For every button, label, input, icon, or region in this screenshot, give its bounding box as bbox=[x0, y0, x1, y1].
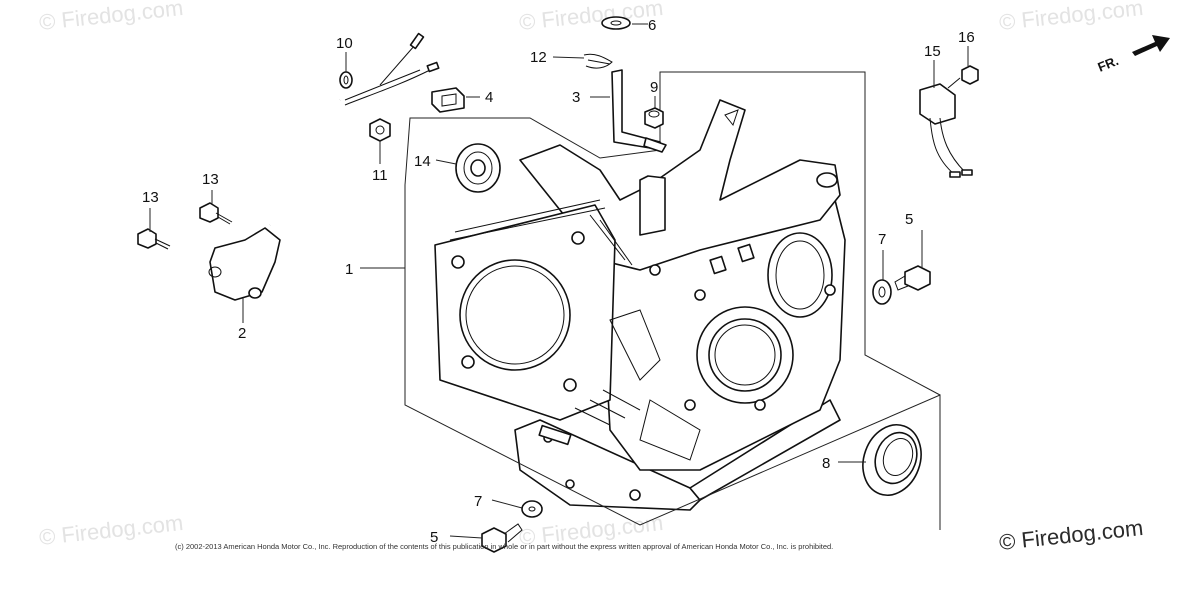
bolt-5-right-part bbox=[894, 265, 931, 291]
watermark-top-right: © Firedog.com bbox=[998, 0, 1144, 35]
arrow-icon bbox=[1132, 35, 1170, 56]
callout-7-bottom: 7 bbox=[474, 493, 482, 510]
callout-15: 15 bbox=[924, 43, 941, 60]
clip-part bbox=[583, 53, 613, 69]
bearing-part bbox=[455, 143, 501, 193]
direction-label: FR. bbox=[1096, 53, 1121, 75]
assembly-outline bbox=[404, 185, 941, 530]
oil-gauge-part bbox=[611, 69, 667, 153]
washer-6-part bbox=[601, 16, 631, 30]
callout-3: 3 bbox=[572, 89, 580, 106]
watermark-brand: © Firedog.com bbox=[998, 515, 1144, 555]
washer-7-right-part bbox=[872, 279, 892, 305]
callout-13-lower: 13 bbox=[142, 189, 159, 206]
callout-10: 10 bbox=[336, 35, 353, 52]
nut-11-part bbox=[369, 118, 391, 142]
nut-9-part bbox=[644, 107, 664, 129]
callout-16: 16 bbox=[958, 29, 975, 46]
callout-8: 8 bbox=[822, 455, 830, 472]
copyright-notice: (c) 2002-2013 American Honda Motor Co., … bbox=[175, 542, 833, 551]
callout-9: 9 bbox=[650, 79, 658, 96]
callout-13-upper: 13 bbox=[202, 171, 219, 188]
bolt-5-bottom-part bbox=[481, 523, 523, 553]
oil-seal-part bbox=[862, 424, 922, 496]
cylinder-barrel-assembly bbox=[434, 99, 846, 511]
callout-4: 4 bbox=[485, 89, 493, 106]
washer-10-part bbox=[339, 71, 353, 89]
callout-2: 2 bbox=[238, 325, 246, 342]
callout-11: 11 bbox=[372, 167, 388, 184]
callout-6: 6 bbox=[648, 17, 656, 34]
watermark-top-center: © Firedog.com bbox=[518, 0, 664, 35]
callout-5-bottom: 5 bbox=[430, 529, 438, 546]
front-direction-arrow: FR. bbox=[1096, 35, 1170, 75]
callout-14: 14 bbox=[414, 153, 431, 170]
watermark-bottom-left: © Firedog.com bbox=[38, 510, 184, 550]
grommet-part bbox=[431, 87, 465, 113]
callout-7-right: 7 bbox=[878, 231, 886, 248]
bolt-13-upper-part bbox=[199, 202, 233, 225]
callout-1: 1 bbox=[345, 261, 353, 278]
bolt-13-lower-part bbox=[137, 228, 171, 250]
washer-7-bottom-part bbox=[521, 500, 543, 518]
leader-lines bbox=[149, 23, 969, 539]
bolt-16-part bbox=[947, 65, 979, 89]
oil-level-switch-part bbox=[208, 32, 440, 301]
ignition-module-part bbox=[919, 83, 973, 178]
callout-12: 12 bbox=[530, 49, 547, 66]
callout-5-right: 5 bbox=[905, 211, 913, 228]
watermark-top-left: © Firedog.com bbox=[38, 0, 184, 35]
